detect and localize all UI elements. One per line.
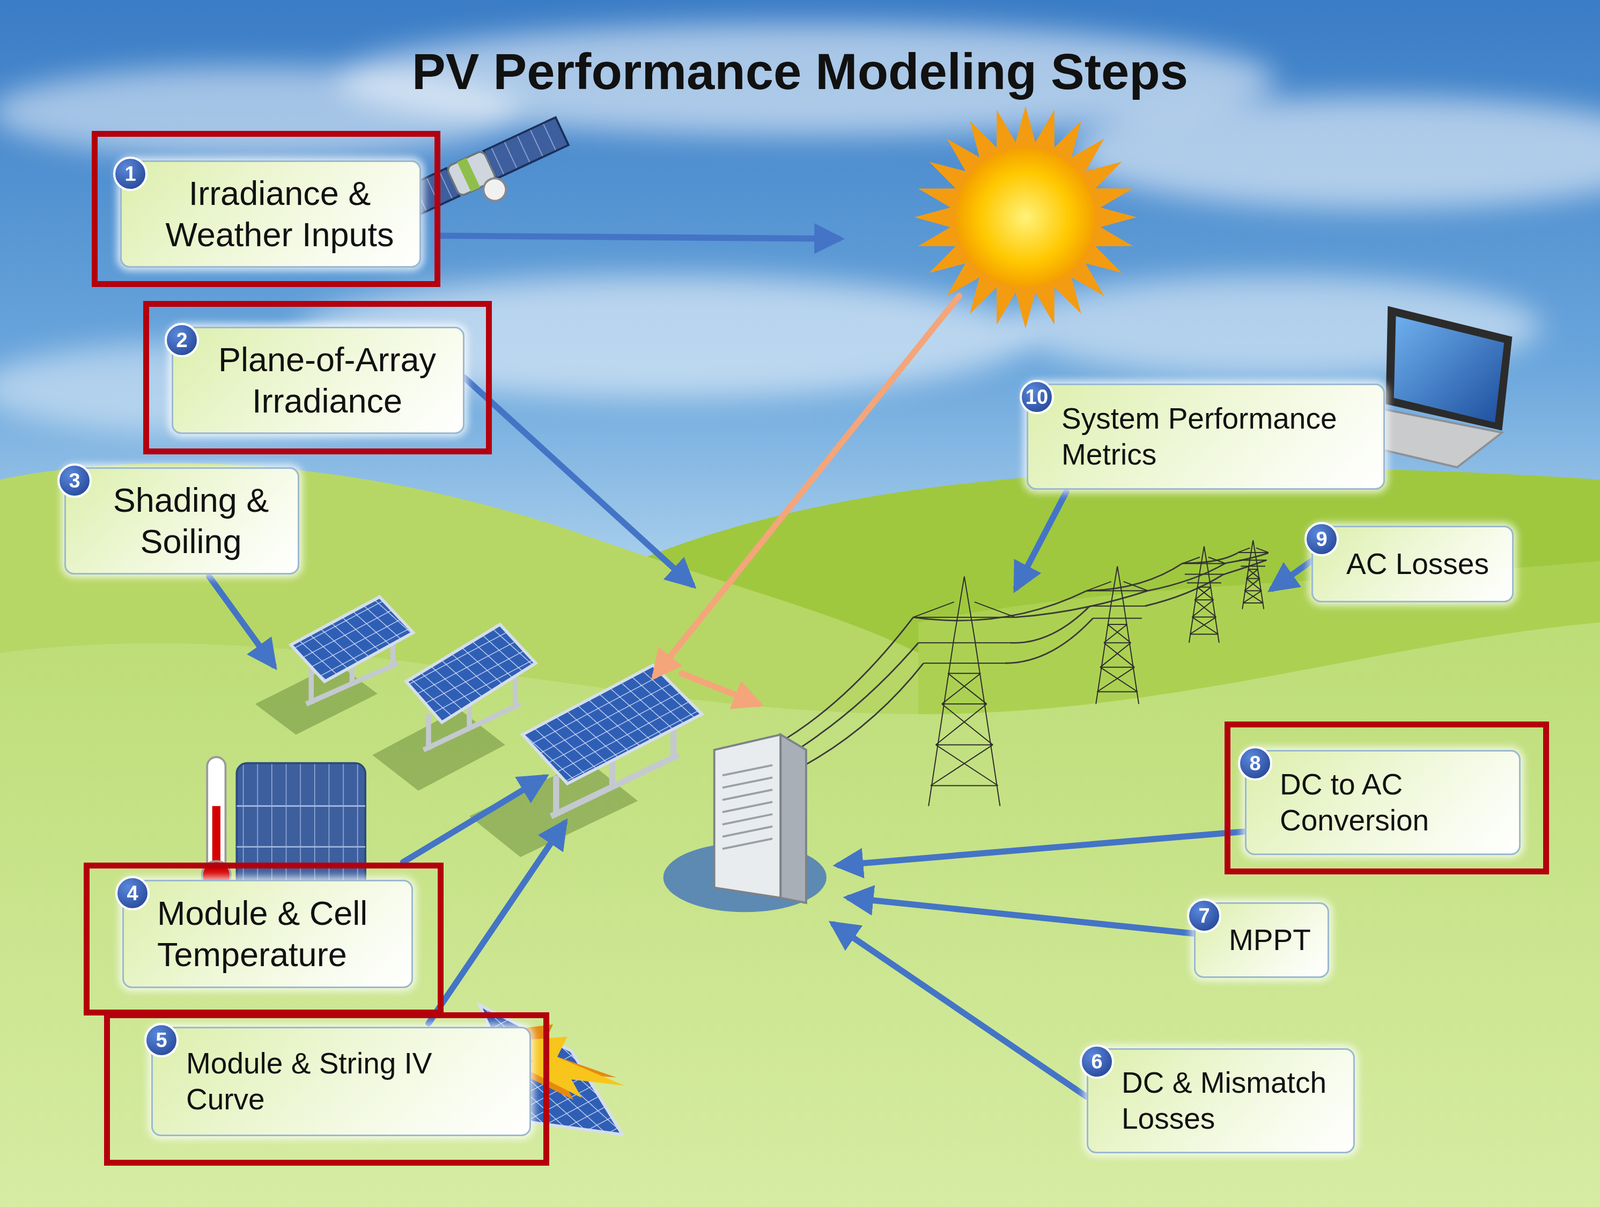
callout-number: 3 — [57, 463, 92, 498]
power-lines — [775, 553, 1269, 776]
callout-number: 8 — [1237, 746, 1273, 781]
inverter — [663, 734, 827, 912]
callout-number: 2 — [164, 322, 199, 358]
step-label: Irradiance & Weather Inputs — [155, 172, 405, 256]
callout-number: 10 — [1019, 379, 1054, 415]
callout-number: 9 — [1304, 521, 1339, 557]
diagram-title: PV Performance Modeling Steps — [0, 41, 1600, 103]
step-label: Shading & Soiling — [99, 479, 283, 563]
step-label: Module & String IV Curve — [186, 1045, 515, 1118]
step-box: 1Irradiance & Weather Inputs — [120, 160, 422, 268]
sunlight-beam — [654, 296, 960, 705]
step-box: 3Shading & Soiling — [64, 467, 300, 575]
step-box: 4Module & Cell Temperature — [122, 879, 414, 988]
step-box: 8DC to AC Conversion — [1244, 749, 1521, 855]
transmission-towers — [913, 540, 1269, 806]
step-label: System Performance Metrics — [1061, 400, 1369, 473]
step-label: AC Losses — [1346, 546, 1498, 582]
step-box: 5Module & String IV Curve — [151, 1026, 532, 1137]
callout-number: 1 — [113, 156, 148, 191]
step-box: 7MPPT — [1193, 902, 1330, 978]
step-box: 2Plane-of-Array Irradiance — [171, 326, 465, 434]
step-box: 10System Performance Metrics — [1026, 383, 1385, 490]
foreground-hill — [0, 622, 1600, 1207]
callout-number: 7 — [1186, 898, 1222, 933]
callout-number: 5 — [144, 1022, 179, 1058]
thermometer — [202, 756, 366, 890]
step-box: 9AC Losses — [1311, 525, 1514, 603]
step-label: DC to AC Conversion — [1279, 766, 1504, 839]
step-label: DC & Mismatch Losses — [1121, 1064, 1339, 1137]
callout-number: 4 — [115, 875, 150, 911]
sun — [914, 106, 1138, 329]
clouds — [0, 23, 1600, 434]
step-label: MPPT — [1228, 922, 1313, 958]
step-label: Module & Cell Temperature — [157, 892, 397, 976]
callout-number: 6 — [1079, 1044, 1115, 1079]
step-box: 6DC & Mismatch Losses — [1086, 1048, 1355, 1154]
step-label: Plane-of-Array Irradiance — [206, 338, 448, 422]
